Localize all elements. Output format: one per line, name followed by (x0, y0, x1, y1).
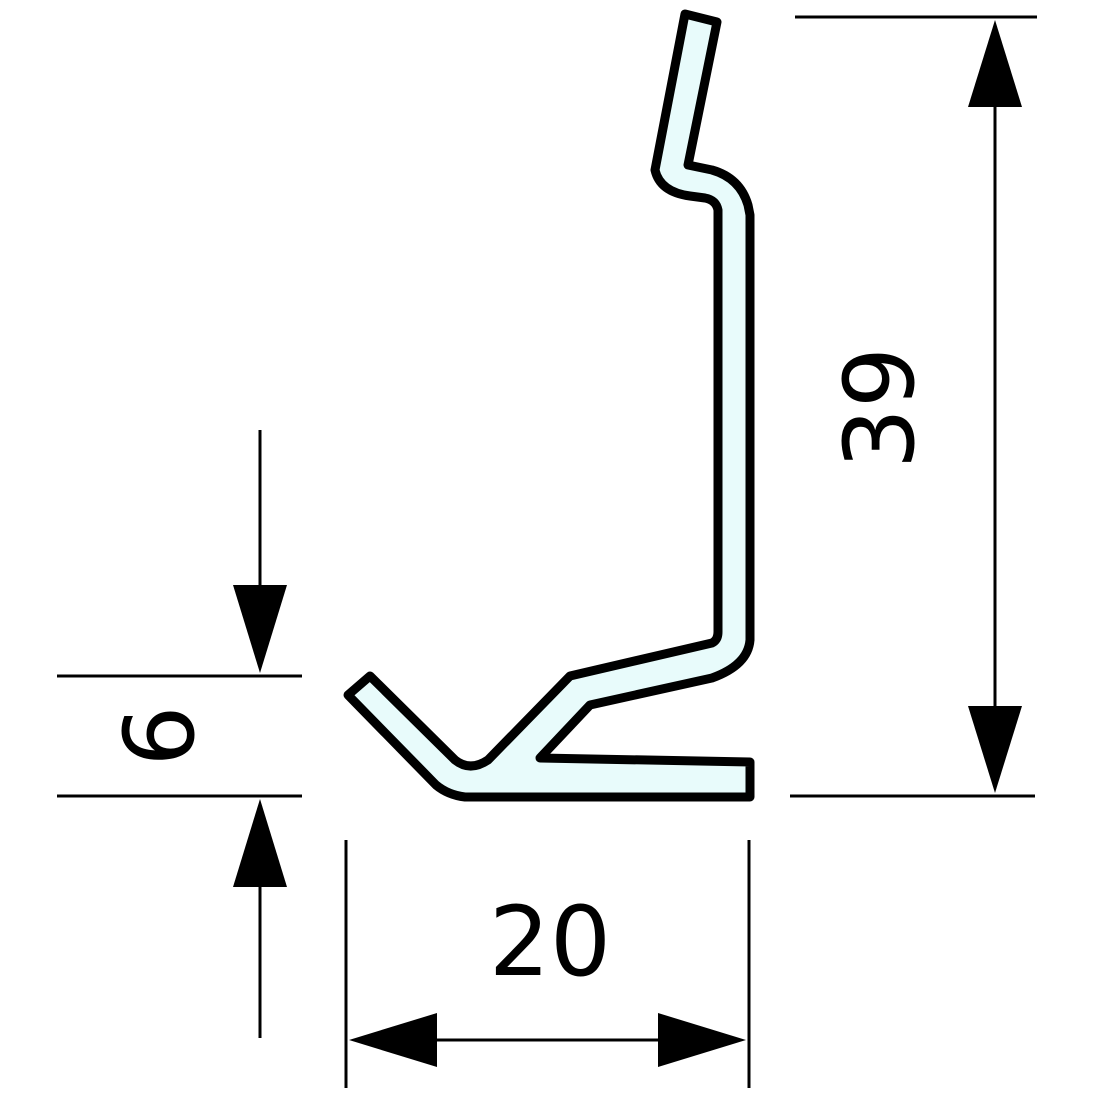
arrowhead-down-icon (233, 585, 287, 673)
arrowhead-left-icon (349, 1013, 437, 1067)
dimension-label-6: 6 (104, 705, 216, 766)
arrowhead-right-icon (658, 1013, 746, 1067)
profile-shape (343, 9, 755, 802)
dimension-foot-6: 6 (57, 430, 302, 1038)
arrowhead-up-icon (968, 20, 1022, 107)
dimension-label-39: 39 (824, 347, 936, 469)
dimension-label-20: 20 (489, 886, 611, 998)
arrowhead-up-icon (233, 799, 287, 887)
dimension-height-39: 39 (790, 15, 1037, 798)
arrowhead-down-icon (968, 706, 1022, 793)
dimension-width-20: 20 (344, 840, 751, 1088)
